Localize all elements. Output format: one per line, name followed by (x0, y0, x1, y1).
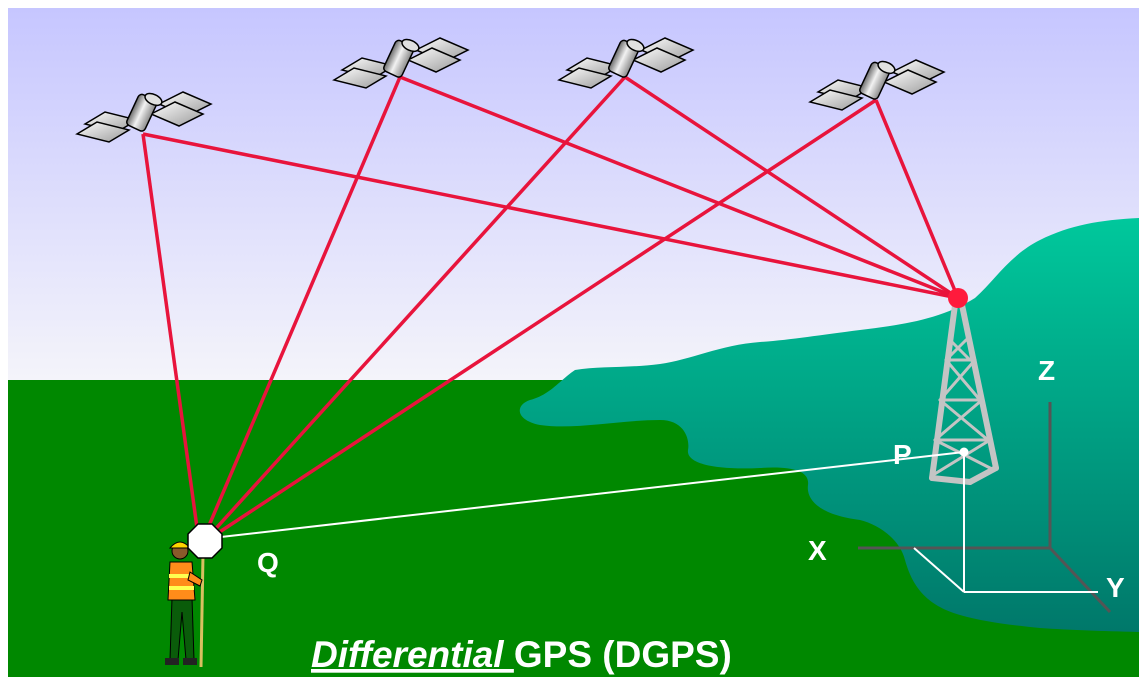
baseline (211, 451, 1098, 593)
reference-tower-icon (929, 302, 999, 485)
axes-icon (858, 402, 1112, 614)
point-p-marker (959, 447, 969, 457)
label-x: X (808, 535, 827, 566)
caption-rest: GPS (DGPS) (514, 634, 732, 675)
label-z: Z (1038, 355, 1055, 386)
label-y: Y (1106, 572, 1125, 603)
surveyor-icon (165, 541, 205, 668)
label-q: Q (257, 547, 279, 578)
label-p: P (893, 439, 912, 470)
caption: Differential GPS (DGPS) (311, 634, 732, 675)
caption-emphasis: Differential (311, 634, 514, 675)
coastline-hill (519, 218, 1139, 632)
gps-antenna-icon (187, 523, 223, 559)
reference-antenna-marker (948, 288, 968, 308)
signal-lines (141, 75, 960, 537)
